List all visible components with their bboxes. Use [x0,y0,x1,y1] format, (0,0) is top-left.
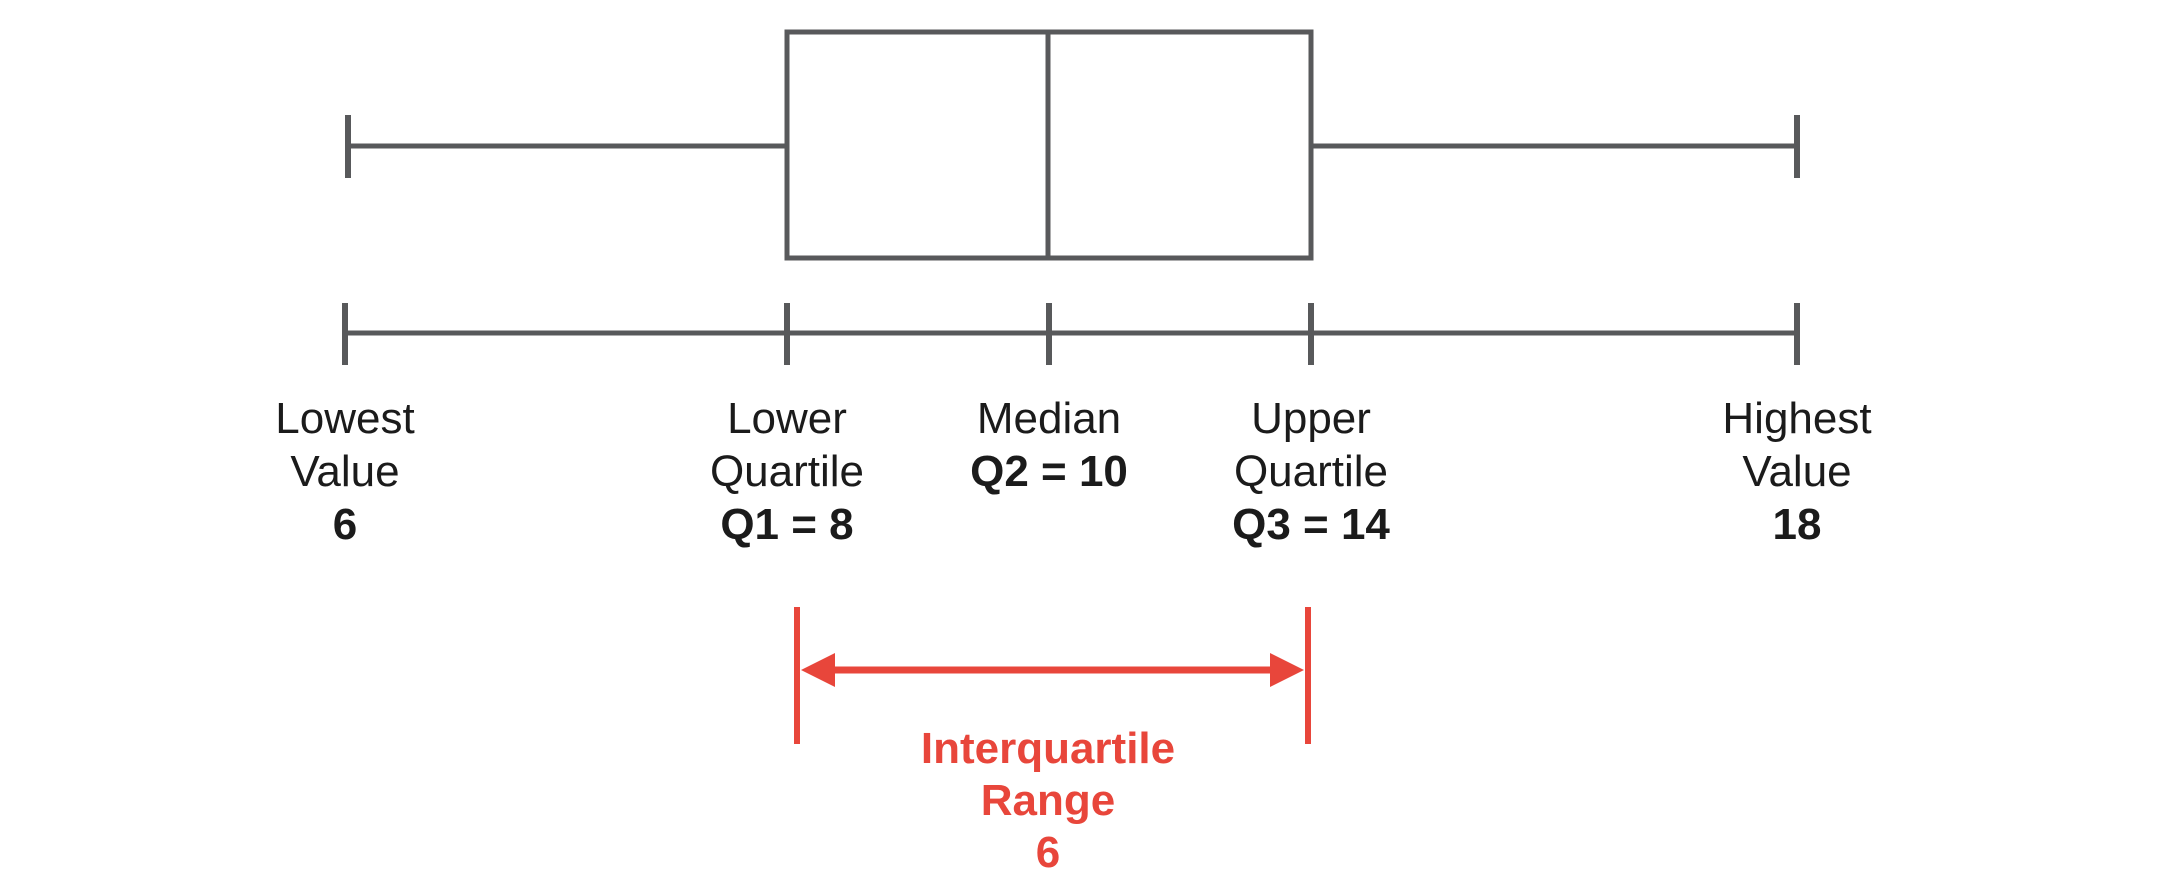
label-lower-quartile-line1: Lower [727,394,847,443]
label-median-number: Q2 = 10 [970,447,1128,496]
label-upper-quartile-line1: Upper [1251,394,1371,443]
axis [342,303,1800,365]
label-highest-line1: Highest [1722,394,1872,443]
label-interquartile-range: Interquartile Range 6 [921,723,1175,879]
label-lowest-value: Lowest Value 6 [275,392,414,551]
label-median-line1: Median [976,394,1122,443]
label-upper-quartile-line2: Quartile [1233,447,1389,496]
label-highest-line2: Value [1742,447,1852,496]
label-lower-quartile-number: Q1 = 8 [720,500,854,549]
label-iqr-number: 6 [1035,828,1061,877]
box [784,29,1314,261]
left-whisker [345,115,787,178]
label-lowest-line2: Value [290,447,400,496]
iqr-arrowhead-left [801,653,835,687]
iqr-annotation [794,607,1311,744]
label-median: Median Q2 = 10 [970,392,1128,498]
right-whisker [1311,115,1800,178]
label-lowest-line1: Lowest [275,394,415,443]
label-lowest-number: 6 [332,500,358,549]
label-highest-number: 18 [1772,500,1822,549]
iqr-arrowhead-right [1270,653,1304,687]
label-lower-quartile-line2: Quartile [709,447,865,496]
label-upper-quartile: Upper Quartile Q3 = 14 [1232,392,1390,551]
label-lower-quartile: Lower Quartile Q1 = 8 [710,392,864,551]
label-iqr-line2: Range [980,776,1116,825]
label-iqr-line1: Interquartile [920,724,1176,773]
label-upper-quartile-number: Q3 = 14 [1232,500,1390,549]
label-highest-value: Highest Value 18 [1722,392,1871,551]
